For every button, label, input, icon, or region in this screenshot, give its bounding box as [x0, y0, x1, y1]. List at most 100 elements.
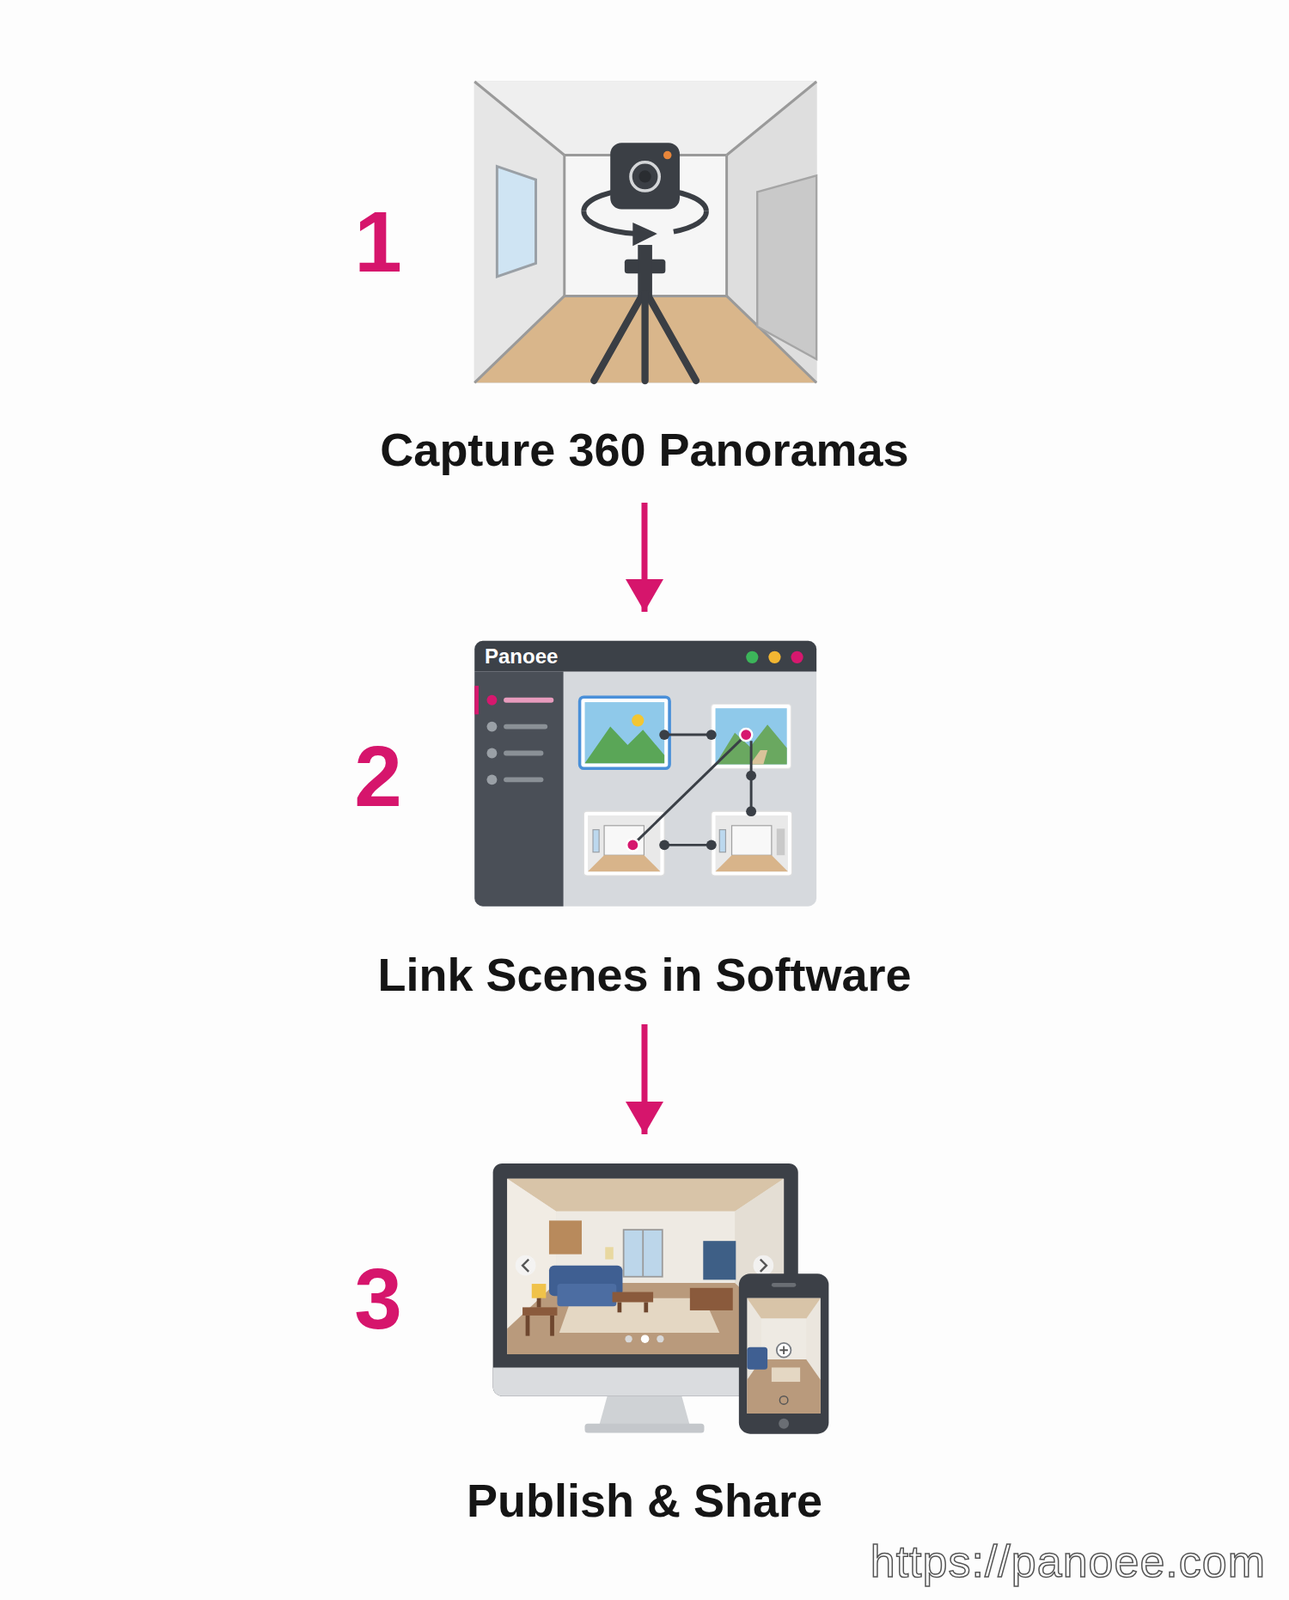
software-window-illustration-part: [719, 830, 726, 853]
room-capture-illustration-part: [564, 155, 727, 297]
devices-illustration-part: [537, 1298, 542, 1308]
software-window-illustration-part: [487, 695, 498, 706]
step-node: 3Publish & Share: [322, 1134, 967, 1539]
software-window-illustration-part: [604, 825, 644, 856]
room-capture-illustration-part: [638, 170, 651, 183]
software-window-illustration-part: [592, 830, 599, 853]
step-caption: Publish & Share: [322, 1472, 967, 1528]
software-window-illustration-part: [487, 774, 498, 785]
devices-illustration-part: [771, 1367, 801, 1382]
devices-illustration-part: [760, 1259, 767, 1272]
software-window-illustration-part: [776, 828, 786, 856]
room-capture-illustration-part: [726, 81, 818, 156]
devices-illustration-part: [624, 1335, 632, 1343]
room-capture-illustration-part: [630, 162, 660, 191]
software-window-illustration-part: [506, 776, 541, 782]
software-window-illustration-part: [506, 724, 545, 730]
devices-illustration-part: [778, 1418, 789, 1430]
devices-illustration-part: [585, 1423, 705, 1434]
devices-illustration-part: [656, 1335, 664, 1343]
step-caption: Link Scenes in Software: [322, 946, 967, 1002]
devices-illustration-part: [702, 1240, 736, 1280]
software-window-illustration-part: [706, 729, 717, 740]
software-window-illustration-part: [739, 728, 752, 741]
software-window-illustration-part: [474, 641, 817, 672]
software-window-illustration-part: [474, 641, 817, 907]
step-number: 3: [335, 1255, 422, 1342]
software-window-illustration-part: [745, 770, 757, 782]
software-window-illustration-part: [632, 734, 746, 845]
devices-illustration-part: [746, 1298, 821, 1414]
software-window-illustration-part: [587, 855, 660, 872]
devices-illustration-part: [779, 1346, 789, 1356]
room-capture-illustration-part: [632, 222, 658, 246]
room-capture-illustration-part: [757, 175, 817, 360]
software-window-illustration-part: [487, 748, 498, 759]
software-window-illustration-part: [711, 811, 793, 876]
software-window-illustration-part: [715, 855, 789, 872]
devices-illustration-part: [776, 1343, 792, 1358]
devices-illustration-part: [643, 1301, 648, 1313]
room-capture-illustration-part: [474, 295, 565, 383]
room-capture-illustration-part: [663, 151, 672, 160]
software-window-illustration-part: [587, 815, 660, 872]
software-window-illustration-part: [659, 729, 670, 740]
devices-illustration-part: [690, 1288, 734, 1311]
watermark: https://panoee.com: [773, 1533, 1266, 1589]
software-window-illustration-part: [659, 839, 670, 850]
step-caption: Capture 360 Panoramas: [322, 421, 967, 477]
room-capture-illustration-part: [562, 155, 566, 297]
window-title: Panoee: [484, 644, 657, 669]
room-capture-illustration-part: [496, 166, 536, 277]
room-capture-illustration-part: [725, 155, 728, 297]
software-window-illustration-part: [580, 696, 671, 769]
software-window-illustration-part: [664, 843, 712, 847]
room-capture-illustration-part: [610, 142, 680, 209]
step-number: 1: [335, 198, 422, 285]
devices-illustration-part: [779, 1396, 789, 1406]
room-capture-illustration-part: [647, 293, 697, 381]
devices-illustration-part: [549, 1315, 555, 1337]
software-window-illustration-part: [506, 751, 541, 757]
software-window-illustration-part: [474, 671, 563, 906]
devices-illustration-part: [515, 1255, 537, 1277]
room-capture-illustration-part: [474, 81, 817, 383]
software-window-illustration-part: [474, 685, 479, 715]
room-capture-illustration-part: [474, 81, 817, 383]
software-window-illustration-part: [626, 838, 639, 851]
step-node: 2Link Scenes in Software: [322, 611, 967, 1025]
devices-illustration-part: [617, 1301, 623, 1313]
devices-illustration-part: [771, 1282, 797, 1288]
devices-illustration-part: [549, 1220, 582, 1254]
software-window-illustration-part: [626, 728, 752, 852]
step-node: 1Capture 360 Panoramas: [322, 77, 967, 503]
software-window-illustration-part: [487, 721, 498, 733]
software-window-illustration-part: [750, 750, 768, 765]
devices-illustration-part: [556, 1283, 617, 1307]
software-window-illustration-part: [745, 806, 757, 817]
devices-illustration-part: [604, 1246, 614, 1259]
devices-illustration-part: [531, 1283, 547, 1299]
software-window-illustration-part: [506, 726, 545, 781]
software-window-illustration-part: [706, 839, 717, 850]
room-capture-illustration-part: [637, 244, 653, 296]
software-window-illustration-part: [632, 734, 752, 845]
room-capture-illustration-part: [593, 293, 697, 381]
devices-illustration-part: [641, 1334, 650, 1344]
room-capture-illustration-part: [583, 211, 637, 234]
devices-illustration-part: [752, 1255, 774, 1277]
devices-illustration-part: [522, 1307, 557, 1316]
flow-arrow: [641, 1024, 648, 1135]
devices-illustration-part: [525, 1315, 531, 1337]
devices-illustration: [493, 1163, 830, 1435]
devices-illustration-part: [598, 1396, 691, 1426]
software-window-illustration-part: [732, 825, 772, 856]
devices-illustration-part: [739, 1273, 830, 1434]
software-window-illustration-part: [487, 721, 498, 786]
software-window-illustration-part: [631, 714, 644, 727]
